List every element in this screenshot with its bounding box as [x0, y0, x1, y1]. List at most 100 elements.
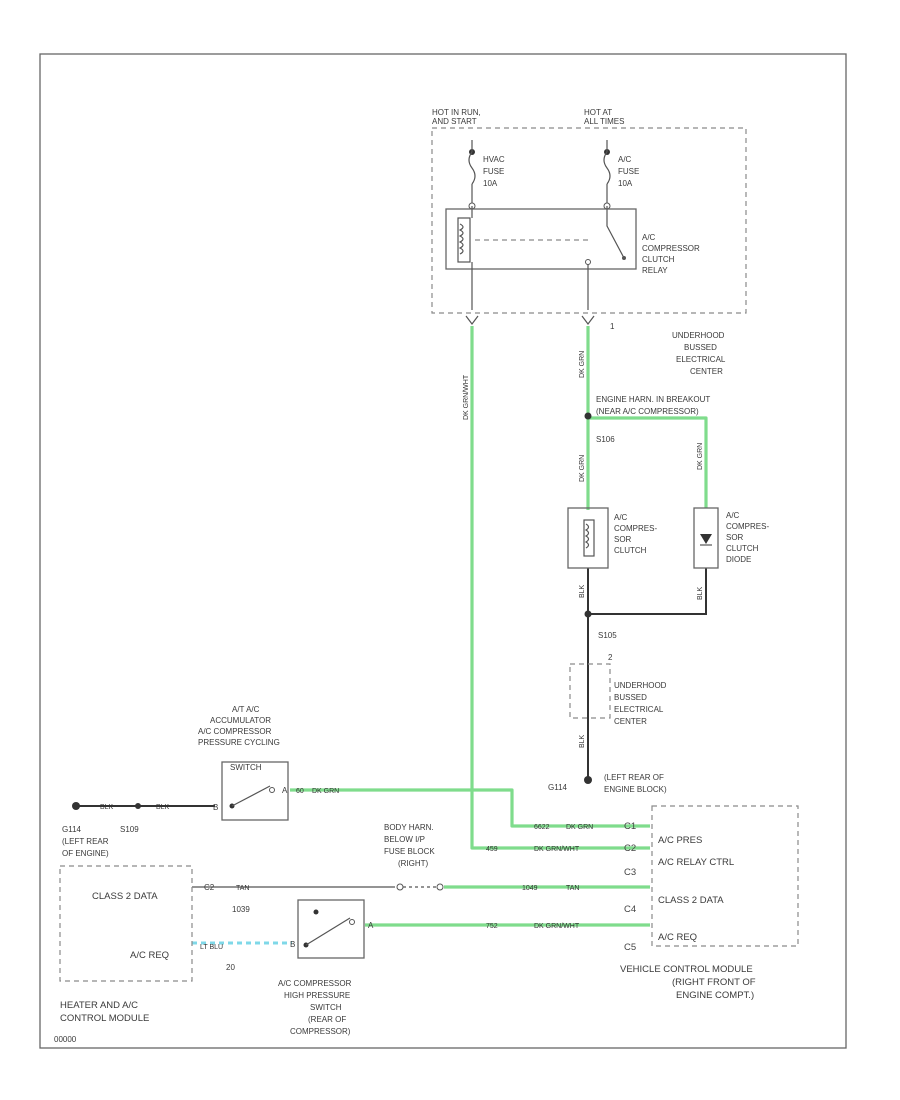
clutch-label-2: COMPRES-	[614, 524, 657, 533]
high-pres-label-1: A/C COMPRESSOR	[278, 979, 352, 988]
ac-fuse-label-1: A/C	[618, 155, 632, 164]
high-pres-label-2: HIGH PRESSURE	[284, 991, 350, 1000]
heater-ac-control-module: CLASS 2 DATA A/C REQ C2 1039 20 HEATER A…	[59, 865, 250, 1024]
hp-pin-a: A	[368, 921, 374, 930]
vcm-label-ac-req: A/C REQ	[658, 932, 697, 943]
wire-label-class2-left: TAN	[236, 885, 249, 892]
compressor-clutch: A/C COMPRES- SOR CLUTCH	[567, 507, 657, 569]
engine-harness-label-2: (NEAR A/C COMPRESSOR)	[596, 407, 699, 416]
vcm-pin-c2: C2	[624, 843, 636, 854]
wire-label-high-pres: DK GRN/WHT	[534, 923, 580, 930]
pres-pin-a: A	[282, 786, 288, 795]
center-label-3: ELECTRICAL	[676, 355, 726, 364]
clutch-ground-wire	[587, 568, 707, 615]
vcm-pin-c3: C3	[624, 867, 636, 878]
splice-s109-label: S109	[120, 825, 139, 834]
hac-ac-req-label: A/C REQ	[130, 950, 169, 961]
ground-desc-left-2: OF ENGINE)	[62, 849, 109, 858]
wire-label-ac-relay: DK GRN/WHT	[534, 846, 580, 853]
underhood2-label-3: ELECTRICAL	[614, 705, 664, 714]
pressure-cycling-label-1: A/T A/C	[232, 705, 260, 714]
body-harness-label-2: BELOW I/P	[384, 835, 425, 844]
clutch-label-3: SOR	[614, 535, 632, 544]
wire-label-diode-ground: BLK	[697, 586, 704, 600]
high-pressure-switch: B A A/C COMPRESSOR HIGH PRESSURE SWITCH …	[278, 899, 374, 1036]
underhood2-label-2: BUSSED	[614, 693, 647, 702]
hac-pin-1039: 1039	[232, 905, 250, 914]
wire-label-diode-feed: DK GRN	[697, 443, 704, 470]
clutch-label-1: A/C	[614, 513, 628, 522]
high-pres-label-3: SWITCH	[310, 1003, 342, 1012]
pres-pin-b: B	[213, 803, 218, 812]
vcm-module-label-2: (RIGHT FRONT OF	[672, 977, 756, 988]
pressure-cycling-label-4: PRESSURE CYCLING	[198, 738, 280, 747]
vcm-label-ac-relay: A/C RELAY CTRL	[658, 857, 734, 868]
ground-desc-right-2: ENGINE BLOCK)	[604, 785, 667, 794]
engine-harness-label-1: ENGINE HARN. IN BREAKOUT	[596, 395, 710, 404]
hot-in-run-label-1: HOT IN RUN,	[432, 108, 481, 117]
hot-in-run-label-2: AND START	[432, 117, 477, 126]
hp-pin-b: B	[290, 940, 295, 949]
high-pres-label-4: (REAR OF	[308, 1015, 346, 1024]
pres-cycle-circuit: 60	[296, 788, 304, 795]
connector-2-label: 2	[608, 653, 613, 662]
vcm-label-ac-pres: A/C PRES	[658, 835, 702, 846]
body-harness-label-3: FUSE BLOCK	[384, 847, 435, 856]
wire-label-relay-right: DK GRN	[579, 351, 586, 378]
ac-pres-circuit: 6622	[534, 824, 550, 831]
ac-pres-wire	[290, 788, 650, 828]
ground-g114-left-label: G114	[62, 825, 82, 834]
diode-label-5: DIODE	[726, 555, 751, 564]
vcm-pin-c1: C1	[624, 821, 636, 832]
underhood2-label-1: UNDERHOOD	[614, 681, 667, 690]
clutch-label-4: CLUTCH	[614, 546, 647, 555]
ac-relay-circuit: 459	[486, 846, 498, 853]
compressor-diode: A/C COMPRES- SOR CLUTCH DIODE	[693, 507, 769, 569]
hac-pin-c2: C2	[204, 883, 215, 892]
wire-label-ac-req: LT BLU	[200, 944, 223, 951]
relay-label-2: COMPRESSOR	[642, 244, 700, 253]
hvac-fuse-label-2: FUSE	[483, 167, 504, 176]
relay-label-3: CLUTCH	[642, 255, 675, 264]
wire-label-pres-in: BLK	[100, 804, 114, 811]
ground-desc-right-1: (LEFT REAR OF	[604, 773, 664, 782]
hp-circuit: 752	[486, 923, 498, 930]
wire-label-pres-cycle: DK GRN	[312, 788, 339, 795]
wire-label-relay-left: DK GRN/WHT	[463, 374, 470, 420]
ground-g114-label: G114	[548, 783, 568, 792]
relay-label-1: A/C	[642, 233, 656, 242]
wire-label-pres-in-2: BLK	[156, 804, 170, 811]
wire-label-ground-bottom: BLK	[579, 734, 586, 748]
center-label-2: BUSSED	[684, 343, 717, 352]
body-harness-connector: BODY HARN. BELOW I/P FUSE BLOCK (RIGHT)	[384, 823, 444, 891]
pressure-cycling-label-3: A/C COMPRESSOR	[198, 727, 272, 736]
vcm-label-class2: CLASS 2 DATA	[658, 895, 724, 906]
vcm-pin-c5: C5	[624, 942, 636, 953]
hot-at-all-times-label-1: HOT AT	[584, 108, 612, 117]
center-label-4: CENTER	[690, 367, 723, 376]
hac-module-label-2: CONTROL MODULE	[60, 1013, 149, 1024]
wire-label-ac-pres: DK GRN	[566, 824, 593, 831]
relay-control-wire	[470, 326, 650, 850]
switch-label-dash: SWITCH	[230, 763, 262, 772]
vcm-module-label-3: ENGINE COMPT.)	[676, 990, 754, 1001]
diode-label-2: COMPRES-	[726, 522, 769, 531]
pressure-cycling-switch: SWITCH A/T A/C ACCUMULATOR A/C COMPRESSO…	[198, 705, 289, 821]
relay-label-4: RELAY	[642, 266, 668, 275]
center-label-1: UNDERHOOD	[672, 331, 725, 340]
diagram-frame	[39, 53, 847, 1049]
vcm-pin-c4: C4	[624, 904, 636, 915]
center-number: 1	[610, 322, 615, 331]
ac-fuse-label-3: 10A	[618, 179, 633, 188]
vcm-module-label-1: VEHICLE CONTROL MODULE	[620, 964, 753, 975]
footer-code: 00000	[54, 1035, 77, 1044]
wire-label-clutch-ground: BLK	[579, 584, 586, 598]
splice-s105-label: S105	[598, 631, 617, 640]
class2-circuit: 1049	[522, 885, 538, 892]
high-pres-label-5: COMPRESSOR)	[290, 1027, 351, 1036]
fuse-relay-block: HOT IN RUN, AND START HOT AT ALL TIMES H…	[431, 108, 747, 376]
diode-label-4: CLUTCH	[726, 544, 759, 553]
wire-label-class2-right: TAN	[566, 885, 579, 892]
vehicle-control-module: A/C PRES A/C RELAY CTRL CLASS 2 DATA A/C…	[620, 805, 799, 1001]
